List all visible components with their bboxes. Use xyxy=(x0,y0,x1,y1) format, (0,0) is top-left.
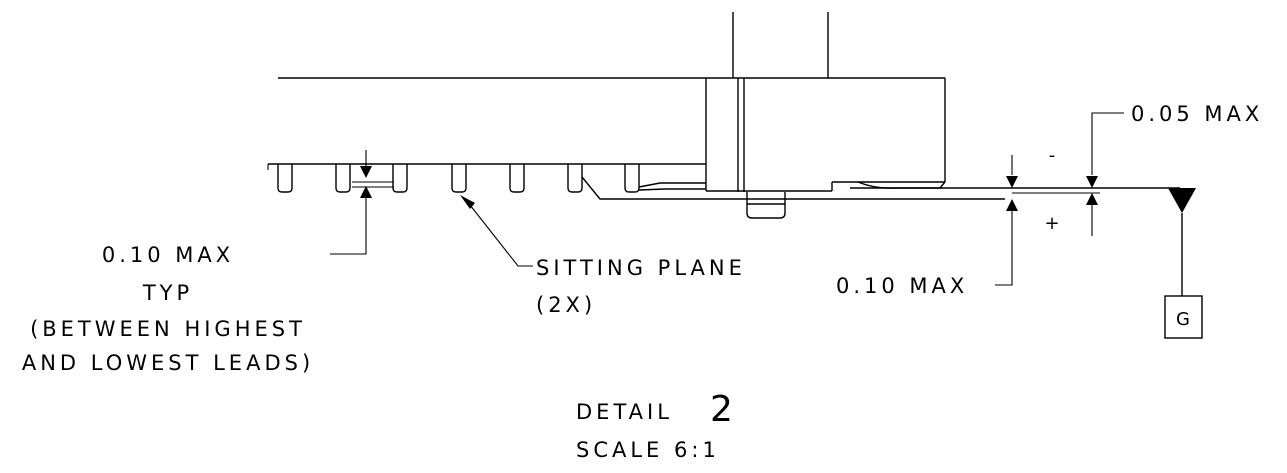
dim-right-arrow-up xyxy=(1006,199,1018,211)
label-010-max-left: 0.10 MAX xyxy=(102,243,234,267)
label-between-1: (BETWEEN HIGHEST xyxy=(30,317,306,341)
label-005-max: 0.05 MAX xyxy=(1131,102,1263,126)
datum-letter: G xyxy=(1176,309,1190,330)
label-between-2: AND LOWEST LEADS) xyxy=(22,351,314,375)
sitting-plane-leader xyxy=(469,204,533,267)
dim-005-leader xyxy=(1091,112,1124,175)
lead-tail-lower xyxy=(638,188,706,191)
plus-sign: + xyxy=(1044,213,1059,234)
dim-left-leader xyxy=(330,198,367,255)
dim-005-arrow-up xyxy=(1086,193,1098,205)
sitting-plane-arrow xyxy=(460,195,475,209)
datum-triangle xyxy=(1168,188,1196,213)
dim-left-arrow-up xyxy=(360,186,372,198)
sitting-plane-line-lower xyxy=(581,176,1005,200)
minus-sign: - xyxy=(1049,145,1056,166)
detail-scale: SCALE 6:1 xyxy=(576,438,720,462)
dim-right-leader xyxy=(995,211,1013,286)
label-sitting-plane-count: (2X) xyxy=(536,293,596,317)
dim-right-arrow-down xyxy=(1006,176,1018,188)
body-foot-curve xyxy=(857,181,946,189)
dim-left-arrow-down xyxy=(360,166,372,178)
bottom-bump xyxy=(746,192,786,219)
label-010-max-right: 0.10 MAX xyxy=(836,274,968,298)
leads xyxy=(267,164,640,193)
lead-tail-upper xyxy=(638,182,706,188)
label-typ: TYP xyxy=(142,281,193,305)
detail-number: 2 xyxy=(710,389,733,430)
detail-label: DETAIL xyxy=(576,400,673,424)
dim-005-arrow-down xyxy=(1086,176,1098,188)
label-sitting-plane: SITTING PLANE xyxy=(536,256,746,280)
datum-box xyxy=(1164,295,1203,339)
